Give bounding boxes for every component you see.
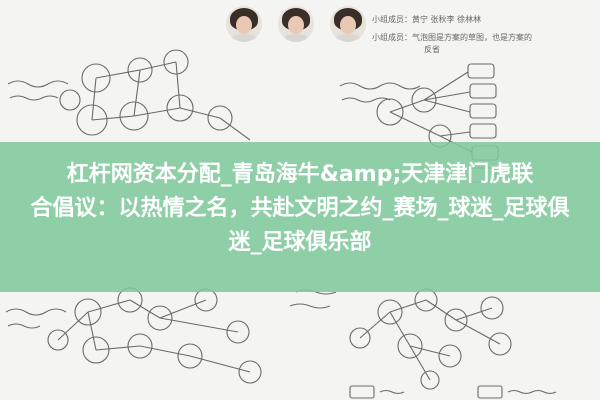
team-duty-line1: 小组成员：气泡图是方案的草图，也是方案的 xyxy=(372,33,532,42)
member-avatar-3 xyxy=(330,6,366,42)
headline-banner xyxy=(0,142,600,292)
headline-line-1: 杠杆网资本分配_青岛海牛&amp;天津津门虎联 xyxy=(66,162,534,187)
headline-line-2: 合倡议：以热情之名，共赴文明之约_赛场_球迷_足球俱 xyxy=(30,196,570,221)
headline: 杠杆网资本分配_青岛海牛&amp;天津津门虎联 合倡议：以热情之名，共赴文明之约… xyxy=(0,158,600,260)
member-avatar-2 xyxy=(278,6,314,42)
team-duty-line2: 反省 xyxy=(424,45,440,54)
team-info: 小组成员：黄宁 张秋李 徐林林 小组成员：气泡图是方案的草图，也是方案的 反省 xyxy=(372,14,592,56)
team-members: 小组成员：黄宁 张秋李 徐林林 xyxy=(372,15,482,24)
headline-line-3: 迷_足球俱乐部 xyxy=(228,230,372,255)
member-avatar-1 xyxy=(226,6,262,42)
